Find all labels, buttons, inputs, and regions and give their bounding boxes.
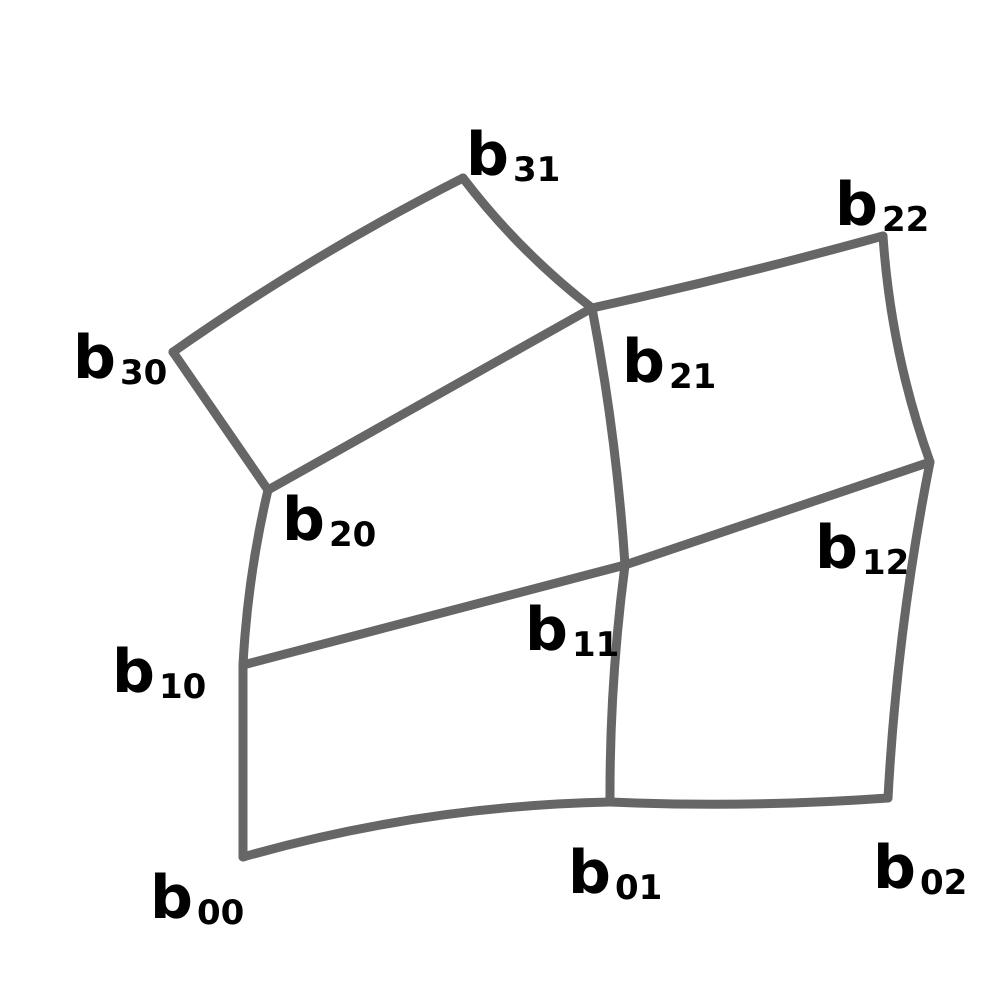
label-b31-subscript: 31 xyxy=(513,150,560,190)
edge-b01-b02 xyxy=(605,793,893,809)
label-b30-base: b xyxy=(73,323,116,393)
edge-group xyxy=(168,173,935,862)
label-b11-subscript: 11 xyxy=(572,625,619,665)
edge-b11-b21 xyxy=(587,303,630,570)
edge-b20-b21 xyxy=(263,303,597,495)
edge-b10-b20 xyxy=(238,485,273,670)
edge-b10-b11 xyxy=(238,560,630,670)
edge-b21-b22 xyxy=(587,231,888,313)
edge-b11-b12 xyxy=(620,457,935,570)
label-b00-subscript: 00 xyxy=(197,893,244,933)
edge-b12-b22 xyxy=(878,231,935,467)
edge-b01-b11 xyxy=(605,560,630,807)
edge-b02-b12 xyxy=(883,457,935,803)
label-b12-base: b xyxy=(815,513,858,583)
label-b12-subscript: 12 xyxy=(862,543,909,583)
label-b00-base: b xyxy=(150,863,193,933)
edge-b30-b31 xyxy=(168,173,468,357)
label-b01-subscript: 01 xyxy=(615,868,662,908)
label-b30-subscript: 30 xyxy=(120,353,167,393)
edge-b20-b30 xyxy=(168,347,273,495)
edge-b00-b01 xyxy=(238,797,615,862)
label-b20-base: b xyxy=(282,485,325,555)
edge-b21-b31 xyxy=(458,173,597,313)
label-b11-base: b xyxy=(525,595,568,665)
label-b02-subscript: 02 xyxy=(920,863,967,903)
label-b31-base: b xyxy=(466,120,509,190)
label-b22-subscript: 22 xyxy=(882,200,929,240)
label-b10-subscript: 10 xyxy=(159,667,206,707)
label-b21-subscript: 21 xyxy=(669,357,716,397)
label-b02-base: b xyxy=(873,833,916,903)
label-b22-base: b xyxy=(835,170,878,240)
label-b20-subscript: 20 xyxy=(329,515,376,555)
label-b21-base: b xyxy=(622,327,665,397)
label-b01-base: b xyxy=(568,838,611,908)
label-b10-base: b xyxy=(112,637,155,707)
